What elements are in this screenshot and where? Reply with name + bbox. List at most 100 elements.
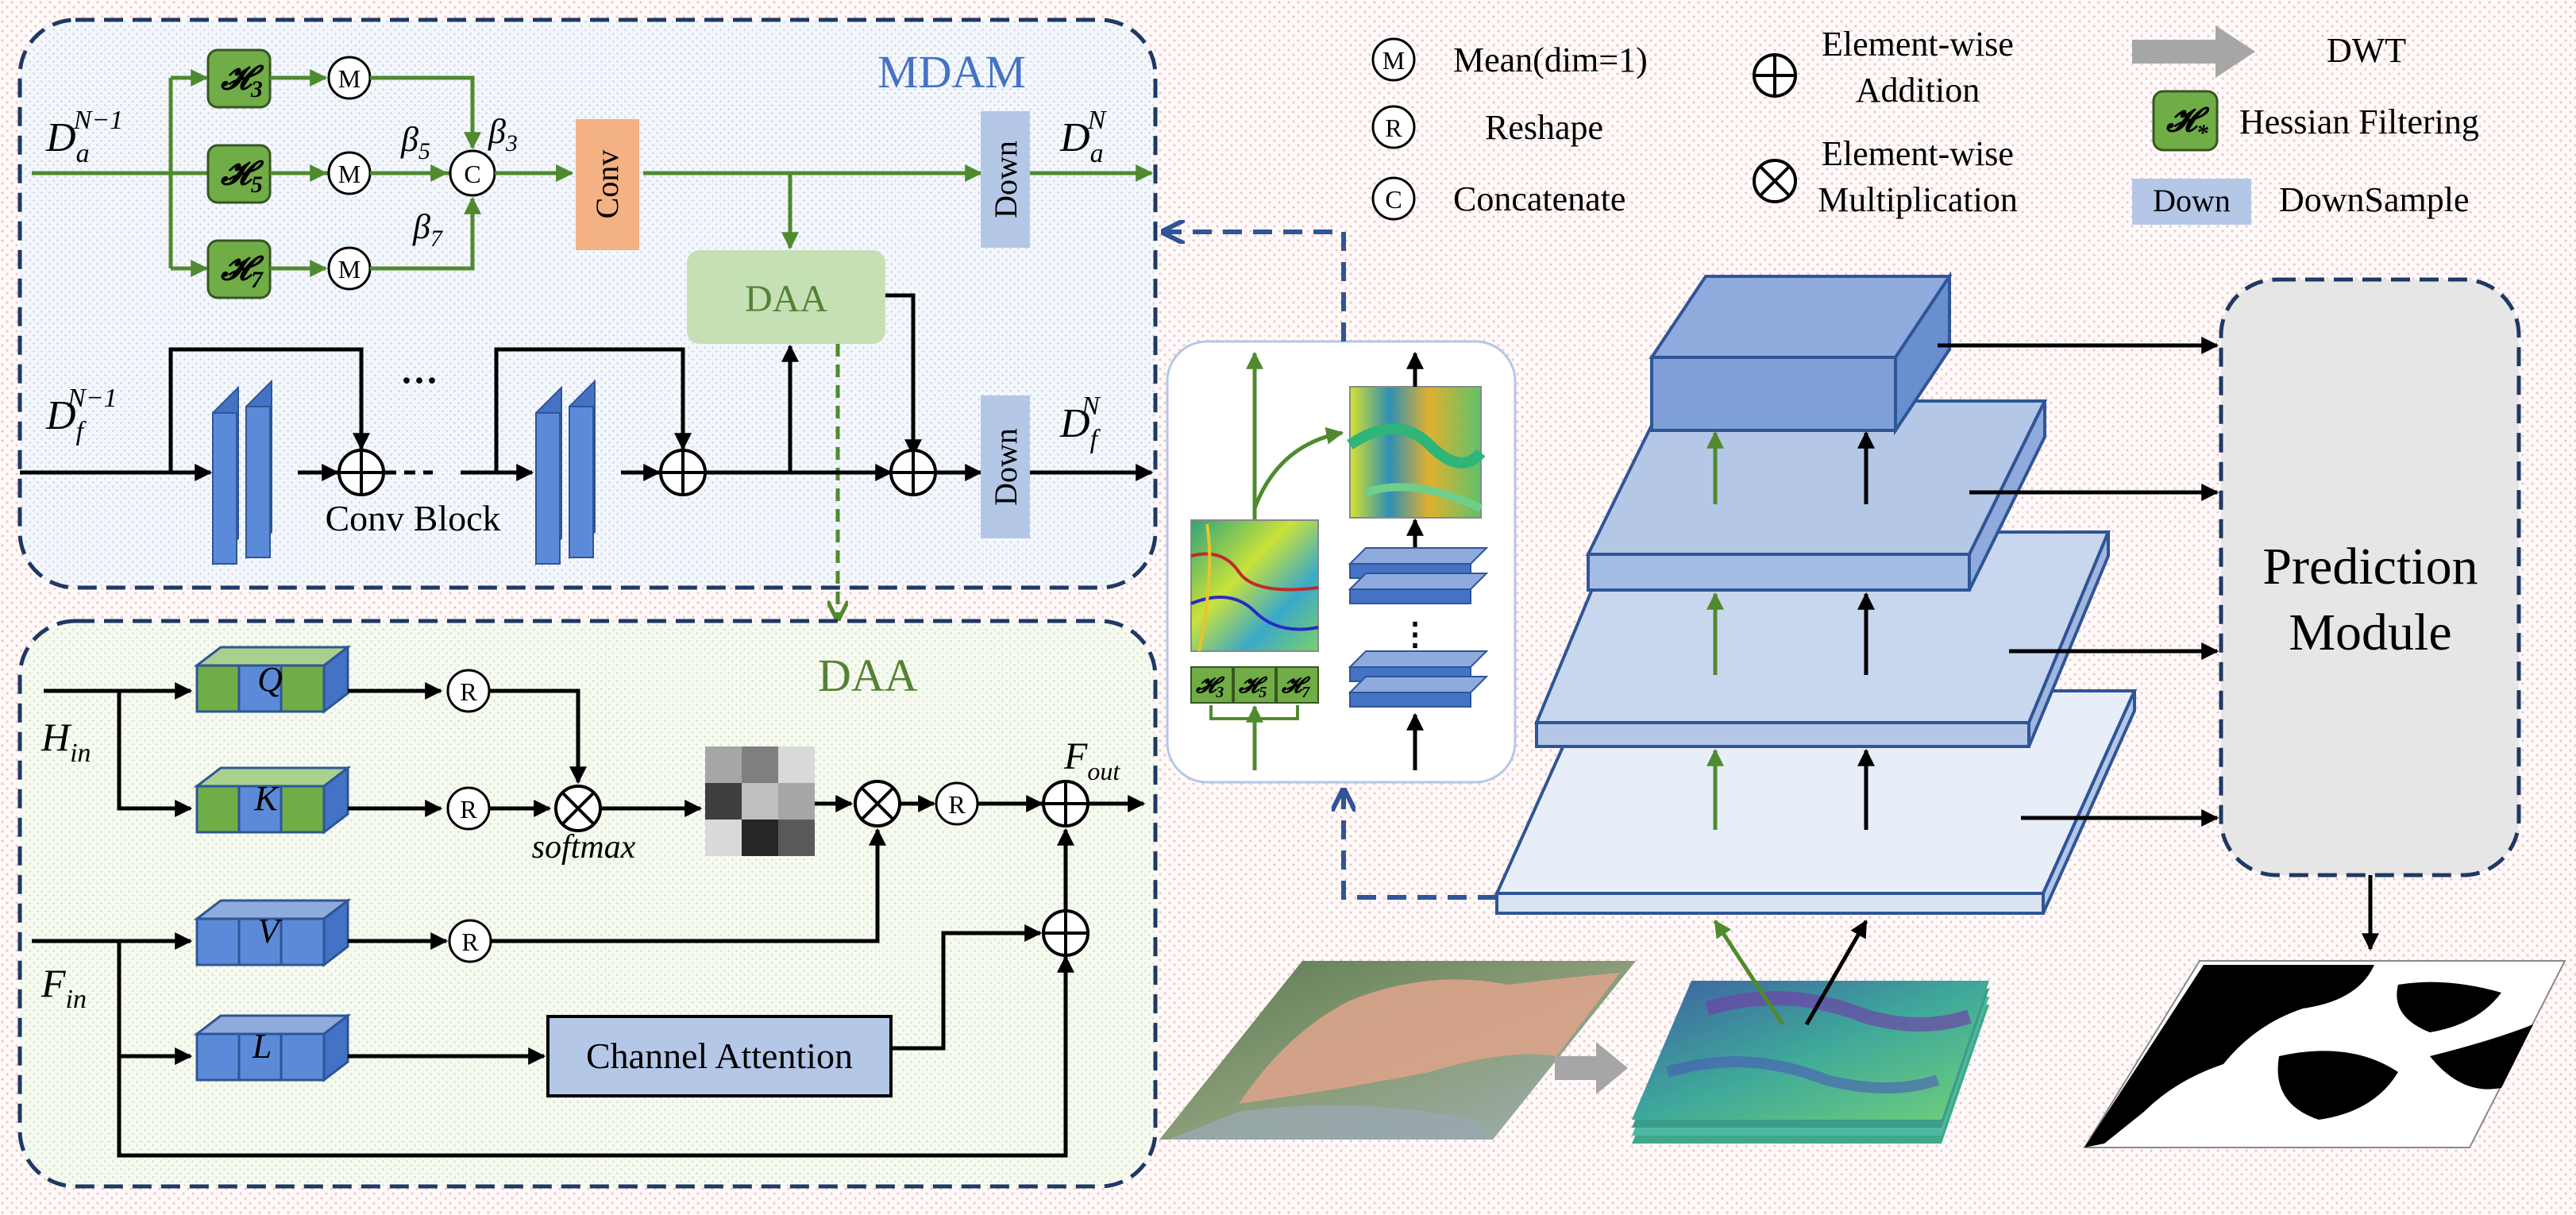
mul-op-attn bbox=[854, 780, 901, 827]
svg-text:Element-wise: Element-wise bbox=[1822, 25, 2014, 64]
prediction-module: Prediction Module bbox=[2219, 277, 2521, 878]
satellite-input-image bbox=[1159, 961, 1636, 1140]
detail-panel: 𝓗3 𝓗5 𝓗7 ⋮ bbox=[1166, 340, 1517, 784]
mul-op-qk bbox=[554, 785, 602, 832]
detail-hessian-5: 𝓗5 bbox=[1233, 666, 1276, 704]
pyramid-level-4 bbox=[1649, 271, 1953, 436]
conv-block-2 bbox=[535, 379, 596, 566]
svg-text:DownSample: DownSample bbox=[2279, 180, 2470, 219]
add-op-skip bbox=[1042, 909, 1089, 957]
legend-add: Element-wise Addition bbox=[1753, 25, 2014, 110]
conv-block-1 bbox=[212, 379, 272, 566]
svg-text:K: K bbox=[253, 779, 280, 818]
l-tensor: L bbox=[193, 1012, 352, 1083]
daa-title: DAA bbox=[818, 650, 918, 701]
reshape-op-k: R bbox=[446, 786, 491, 831]
softmax-label: softmax bbox=[532, 829, 636, 866]
svg-text:Multiplication: Multiplication bbox=[1818, 180, 2018, 219]
legend-dwt: DWT bbox=[2132, 25, 2406, 78]
svg-text:M: M bbox=[338, 64, 361, 93]
detail-dots: ⋮ bbox=[1399, 616, 1431, 652]
mdam-title: MDAM bbox=[877, 46, 1026, 98]
pyramid-level-3 bbox=[1585, 399, 2048, 592]
downsample-box-a: Down bbox=[981, 111, 1030, 248]
f-out-label: Fout bbox=[1063, 735, 1120, 785]
legend-multiply: Element-wise Multiplication bbox=[1753, 134, 2018, 219]
svg-text:Q: Q bbox=[257, 660, 283, 699]
conv-block-ellipsis: ··· bbox=[400, 360, 438, 402]
daa-box: DAA bbox=[687, 250, 885, 344]
svg-text:Reshape: Reshape bbox=[1485, 108, 1603, 147]
svg-text:Down: Down bbox=[988, 428, 1024, 506]
svg-text:M: M bbox=[338, 255, 361, 284]
feature-pyramid bbox=[1494, 271, 2219, 915]
reshape-op-out: R bbox=[935, 781, 979, 826]
mdam-panel: MDAM DaN−1 𝓗3 𝓗5 𝓗7 M bbox=[17, 17, 1158, 619]
svg-text:Down: Down bbox=[988, 141, 1024, 218]
reshape-op-q: R bbox=[446, 669, 491, 713]
beta5-label: β5 bbox=[400, 120, 430, 164]
hessian-filter-7: 𝓗7 bbox=[206, 239, 272, 299]
svg-text:R: R bbox=[948, 790, 966, 819]
feature-stack-1 bbox=[1348, 547, 1489, 604]
svg-text:C: C bbox=[464, 160, 480, 188]
feature-stack-2 bbox=[1348, 650, 1489, 708]
h-in-label: Hin bbox=[40, 715, 91, 768]
conv-box: Conv bbox=[576, 119, 639, 250]
q-tensor: Q bbox=[193, 644, 352, 715]
reshape-op-v: R bbox=[448, 919, 492, 963]
svg-text:V: V bbox=[258, 912, 283, 951]
svg-text:Conv: Conv bbox=[589, 150, 625, 219]
svg-text:R: R bbox=[461, 928, 479, 956]
svg-text:Channel Attention: Channel Attention bbox=[586, 1036, 853, 1076]
mean-op-1: M bbox=[327, 56, 372, 100]
f-in-label: Fin bbox=[40, 961, 87, 1014]
add-op-out bbox=[1042, 780, 1089, 827]
svg-text:Addition: Addition bbox=[1856, 71, 1980, 110]
mdam-input-f: DfN−1 bbox=[45, 384, 118, 446]
svg-text:Hessian Filtering: Hessian Filtering bbox=[2239, 102, 2479, 141]
svg-text:Mean(dim=1): Mean(dim=1) bbox=[1453, 40, 1648, 79]
legend: M Mean(dim=1) R Reshape C Concatenate El… bbox=[1371, 25, 2479, 225]
prediction-mask-image bbox=[2083, 960, 2566, 1148]
hessian-response-image bbox=[1190, 519, 1319, 652]
svg-text:R: R bbox=[460, 677, 477, 706]
attention-feature-image bbox=[1347, 386, 1486, 519]
mean-op-3: M bbox=[327, 246, 372, 291]
svg-text:Concatenate: Concatenate bbox=[1453, 179, 1625, 218]
legend-reshape: R Reshape bbox=[1371, 105, 1603, 149]
legend-hessian: 𝓗* Hessian Filtering bbox=[2152, 90, 2479, 152]
mdam-input-a: DaN−1 bbox=[45, 106, 123, 168]
conv-block-label: Conv Block bbox=[325, 498, 500, 538]
svg-text:Element-wise: Element-wise bbox=[1822, 134, 2014, 173]
hessian-filter-3: 𝓗3 bbox=[206, 48, 272, 109]
beta3-label: β3 bbox=[488, 112, 518, 156]
svg-text:M: M bbox=[1382, 46, 1405, 75]
hessian-filter-5: 𝓗5 bbox=[206, 144, 272, 204]
dwt-arrow bbox=[1555, 1042, 1628, 1094]
svg-text:C: C bbox=[1385, 185, 1402, 214]
legend-concat: C Concatenate bbox=[1371, 176, 1625, 221]
svg-text:DAA: DAA bbox=[745, 278, 827, 320]
svg-text:𝓗*: 𝓗* bbox=[2166, 102, 2210, 146]
svg-text:M: M bbox=[338, 160, 361, 188]
detail-hessian-3: 𝓗3 bbox=[1190, 666, 1233, 704]
svg-text:R: R bbox=[1385, 114, 1402, 142]
svg-text:Prediction: Prediction bbox=[2262, 538, 2478, 596]
svg-text:L: L bbox=[252, 1027, 272, 1066]
beta7-label: β7 bbox=[412, 207, 444, 252]
svg-text:R: R bbox=[460, 795, 477, 824]
svg-text:Down: Down bbox=[2153, 183, 2231, 218]
dwt-feature-stack bbox=[1632, 981, 1989, 1144]
svg-text:DWT: DWT bbox=[2327, 31, 2406, 70]
mdam-output-a: DaN bbox=[1059, 106, 1108, 168]
legend-downsample: Down DownSample bbox=[2132, 179, 2470, 225]
mean-op-2: M bbox=[327, 151, 372, 195]
k-tensor: K bbox=[193, 765, 352, 835]
v-tensor: V bbox=[193, 897, 352, 968]
daa-panel: DAA Hin Fin Q K R bbox=[17, 619, 1158, 1189]
add-op-3 bbox=[889, 449, 937, 496]
legend-mean: M Mean(dim=1) bbox=[1371, 37, 1648, 82]
channel-attention-box: Channel Attention bbox=[546, 1015, 893, 1097]
